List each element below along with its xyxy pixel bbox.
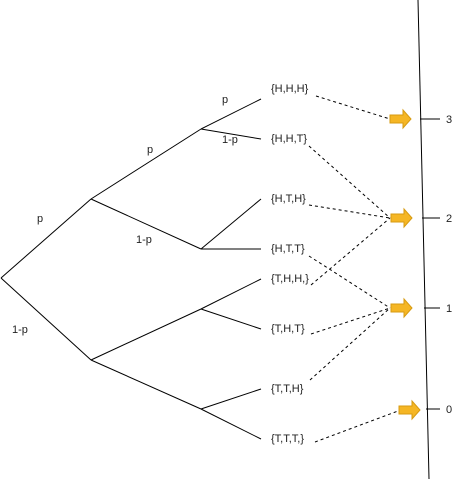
mapping-lines bbox=[308, 95, 399, 443]
branch-label-level2-upper: p bbox=[147, 144, 153, 156]
axis-value-label-3: 3 bbox=[446, 114, 452, 126]
outcome-label: {T,H,T} bbox=[271, 323, 305, 335]
branch-labels: p 1-p p 1-p p 1-p bbox=[12, 94, 238, 336]
arrow-right-icon bbox=[398, 399, 421, 421]
mapping-line-THH-to-2 bbox=[310, 217, 391, 286]
edge-T-to-TH bbox=[90, 308, 202, 361]
arrow-right-icon bbox=[390, 207, 413, 229]
branch-label-level3-upper: p bbox=[222, 94, 228, 106]
outcome-label: {H,T,H} bbox=[271, 193, 306, 205]
branch-label-level2-lower: 1-p bbox=[136, 234, 152, 246]
edge-HH-to-HHH bbox=[200, 98, 262, 130]
axis-value-label-0: 0 bbox=[446, 404, 452, 416]
mapping-line-HHH-to-3 bbox=[315, 95, 391, 120]
edge-TH-to-THT bbox=[200, 308, 262, 330]
edge-TT-to-TTH bbox=[200, 388, 262, 410]
value-arrows bbox=[389, 108, 421, 421]
edge-TT-to-TTT bbox=[200, 408, 262, 440]
outcome-label: {T,T,H} bbox=[271, 383, 304, 395]
mapping-line-HTH-to-2 bbox=[308, 204, 391, 219]
edge-root-to-T bbox=[0, 277, 92, 361]
arrow-right-icon bbox=[389, 108, 412, 130]
branch-label-root-lower: 1-p bbox=[12, 324, 28, 336]
axis-value-label-1: 1 bbox=[446, 303, 452, 315]
branch-label-root-upper: p bbox=[37, 213, 43, 225]
outcome-label: {T,H,H,} bbox=[271, 273, 309, 285]
edge-HT-to-HTH bbox=[200, 198, 262, 250]
axis-value-label-2: 2 bbox=[446, 213, 452, 225]
value-axis: 3 2 1 0 bbox=[417, 0, 452, 480]
mapping-line-TTH-to-1 bbox=[309, 307, 391, 381]
mapping-line-TTT-to-0 bbox=[314, 410, 399, 443]
edge-H-to-HH bbox=[90, 128, 202, 200]
outcome-label: {H,H,T} bbox=[271, 133, 307, 145]
outcome-label: {H,H,H} bbox=[271, 83, 309, 95]
edge-HH-to-HHT bbox=[200, 128, 262, 140]
tree-edges bbox=[0, 98, 262, 440]
branch-label-level3-lower: 1-p bbox=[222, 134, 238, 146]
outcome-labels: {H,H,H} {H,H,T} {H,T,H} {H,T,T} {T,H,H,}… bbox=[271, 83, 309, 445]
mapping-line-THT-to-1 bbox=[310, 307, 391, 335]
arrow-right-icon bbox=[390, 297, 413, 319]
value-axis-line bbox=[417, 0, 430, 480]
edge-T-to-TT bbox=[90, 359, 202, 410]
mapping-line-HHT-to-2 bbox=[308, 145, 391, 219]
edge-root-to-H bbox=[0, 198, 92, 279]
edge-TH-to-THH bbox=[200, 278, 262, 310]
edge-H-to-HT bbox=[90, 198, 202, 250]
outcome-label: {H,T,T} bbox=[271, 243, 305, 255]
mapping-line-HTT-to-1 bbox=[308, 255, 391, 309]
outcome-label: {T,T,T,} bbox=[271, 433, 304, 445]
